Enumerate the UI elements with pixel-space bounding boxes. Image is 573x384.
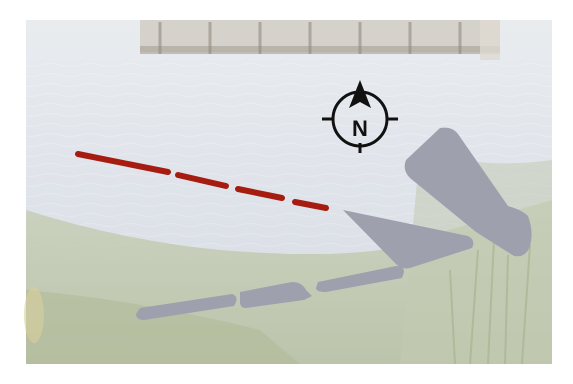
pier	[140, 20, 500, 60]
compass-north-label: N	[352, 116, 368, 141]
